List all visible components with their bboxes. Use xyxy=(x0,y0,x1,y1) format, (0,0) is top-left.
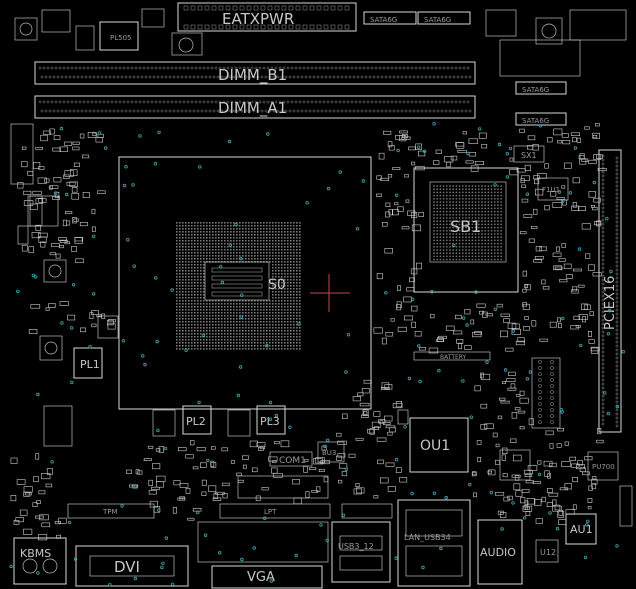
tpm-label: TPM xyxy=(102,508,118,516)
usb3-label: USB3_12 xyxy=(338,542,374,551)
pl1-inductor: PL1 xyxy=(73,347,103,379)
cpu-socket: S0 xyxy=(118,156,372,410)
kbms-port[interactable]: KBMS xyxy=(13,537,67,585)
southbridge-chip: SB1 xyxy=(413,167,519,293)
battery-label: BATTERY xyxy=(440,354,467,361)
pl3-label: PL3 xyxy=(260,415,280,428)
ou1-label: OU1 xyxy=(420,438,450,454)
sx1-label: SX1 xyxy=(521,151,537,160)
pl505-component: PL505 xyxy=(99,21,139,51)
teal-vias xyxy=(9,121,625,587)
pciex16-label: PCIEX16 xyxy=(603,276,618,330)
eatxpwr-connector[interactable]: EATXPWR xyxy=(177,2,357,32)
com1-label: COM1 xyxy=(279,456,306,466)
bu3-label: BU3 xyxy=(322,449,336,457)
sata-header-3[interactable]: SATA6G xyxy=(515,81,567,95)
pu700-label: PU700 xyxy=(592,463,615,471)
tpm-header[interactable]: TPM xyxy=(67,503,155,519)
sata-header-3-label: SATA6G xyxy=(522,86,549,94)
pl2-inductor: PL2 xyxy=(182,405,212,435)
com1-header[interactable]: COM1 xyxy=(269,451,313,467)
dimm-b1-label: DIMM_B1 xyxy=(218,66,287,85)
vga-port[interactable]: VGA xyxy=(211,565,323,589)
pu700-component: PU700 xyxy=(587,451,619,481)
u12-label: U12 xyxy=(540,548,556,557)
dvi-port[interactable]: DVI xyxy=(75,545,189,587)
u12-component: U12 xyxy=(535,539,559,563)
f1u1-label: F1U1 xyxy=(542,186,560,194)
sata-header-1[interactable]: SATA6G xyxy=(363,11,417,25)
sata-header-2-label: SATA6G xyxy=(424,16,451,24)
battery-holder: BATTERY xyxy=(413,351,491,361)
au1-chip: AU1 xyxy=(565,513,597,545)
dvi-label: DVI xyxy=(114,558,140,576)
sata-header-4[interactable]: SATA6G xyxy=(515,112,567,126)
sata-header-1-label: SATA6G xyxy=(370,16,397,24)
audio-label: AUDIO xyxy=(480,546,516,559)
sata-header-4-label: SATA6G xyxy=(522,117,549,125)
bu3-component: BU3 xyxy=(317,441,345,463)
usb3-port[interactable]: USB3_12 xyxy=(331,521,391,583)
audio-port[interactable]: AUDIO xyxy=(477,519,523,585)
lpt-label: LPT xyxy=(264,508,277,516)
vga-label: VGA xyxy=(247,570,275,585)
pl505-label: PL505 xyxy=(110,34,131,42)
au1-label: AU1 xyxy=(570,523,593,536)
pciex16-slot[interactable]: PCIEX16 xyxy=(598,149,622,433)
dimm-a1-label: DIMM_A1 xyxy=(218,99,287,118)
crosshair-marker xyxy=(310,274,350,312)
lpt-header[interactable]: LPT xyxy=(219,503,331,519)
lan-usb-port[interactable]: LAN_USB34 xyxy=(397,499,471,587)
dimm-a1-slot[interactable]: DIMM_A1 xyxy=(34,95,476,119)
sx1-component: SX1 xyxy=(513,145,545,163)
ou1-chip: OU1 xyxy=(409,417,469,473)
pl2-label: PL2 xyxy=(186,415,206,428)
cpu-socket-label: S0 xyxy=(268,277,286,293)
pl3-inductor: PL3 xyxy=(256,405,286,435)
pl1-label: PL1 xyxy=(80,358,100,371)
smd-components xyxy=(10,123,607,541)
lan-usb-label: LAN_USB34 xyxy=(404,533,451,542)
dimm-b1-slot[interactable]: DIMM_B1 xyxy=(34,61,476,85)
kbms-label: KBMS xyxy=(20,547,51,560)
eatxpwr-label: EATXPWR xyxy=(222,10,294,28)
sata-header-2[interactable]: SATA6G xyxy=(417,11,471,25)
southbridge-label: SB1 xyxy=(450,217,481,236)
